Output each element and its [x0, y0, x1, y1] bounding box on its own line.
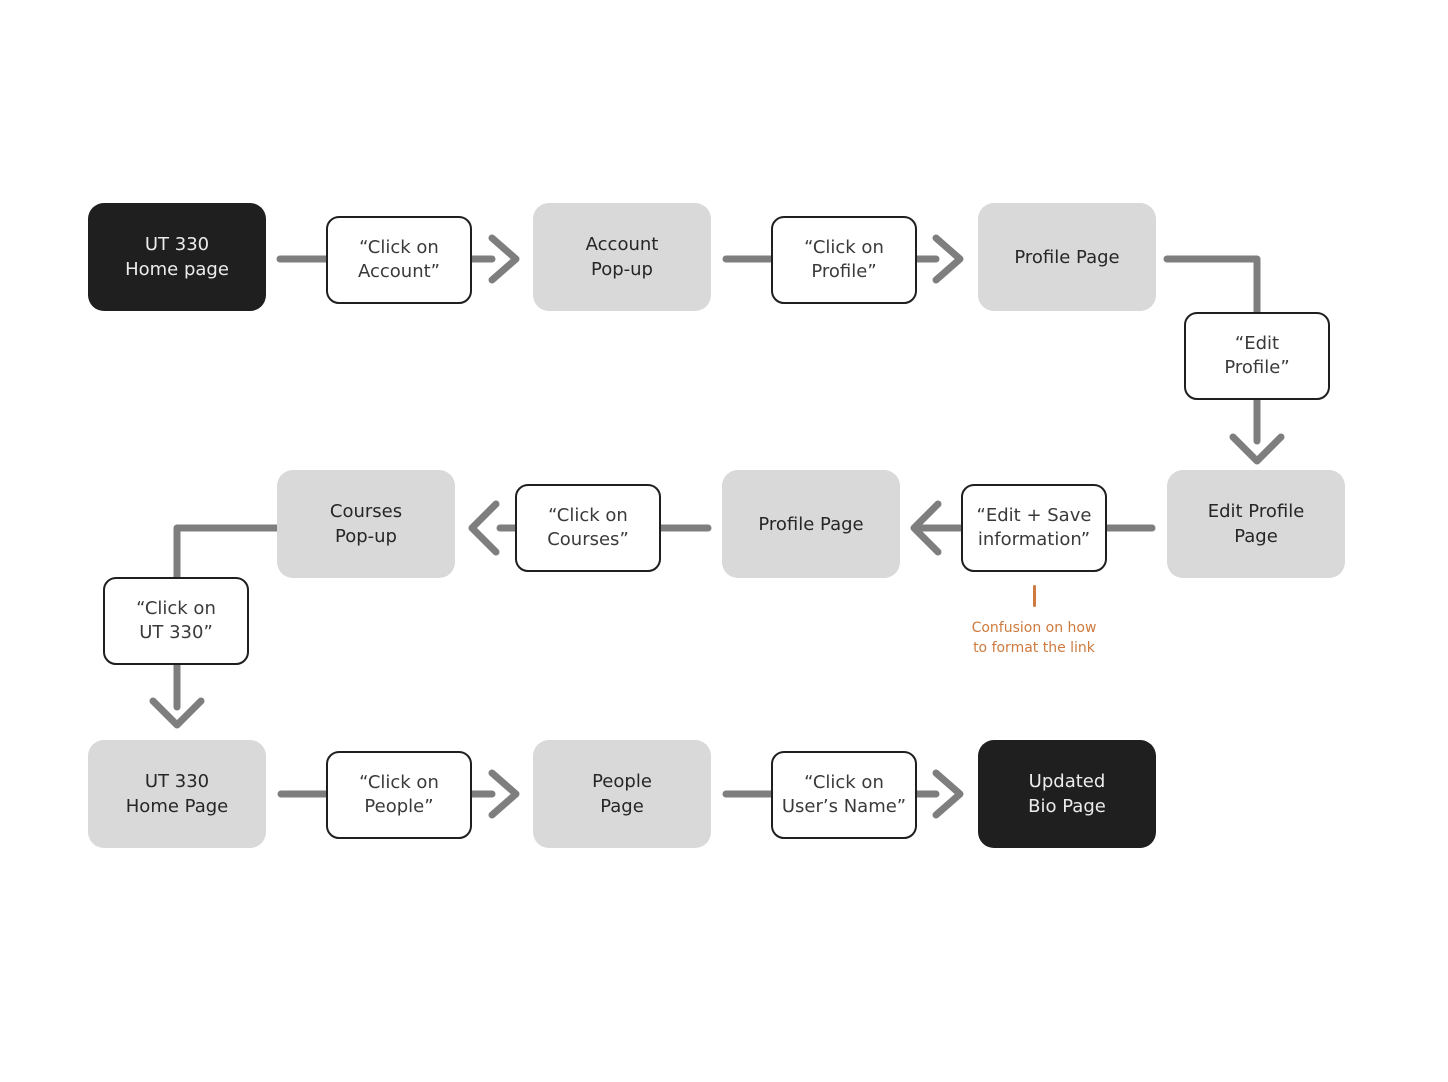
node-label: Profile Page	[758, 513, 864, 535]
node-updated-bio-page: Updated Bio Page	[978, 740, 1156, 848]
action-label: “Click on User’s Name”	[781, 772, 907, 817]
node-edit-profile-page: Edit Profile Page	[1167, 470, 1345, 578]
node-account-popup: Account Pop-up	[533, 203, 711, 311]
node-profile-page-2: Profile Page	[722, 470, 900, 578]
annotation-note: Confusion on how to format the link	[971, 620, 1097, 656]
action-label: “Click on Profile”	[804, 237, 884, 282]
annotation-tick	[1033, 585, 1036, 607]
node-profile-page-1: Profile Page	[978, 203, 1156, 311]
node-label: UT 330 Home page	[125, 234, 229, 280]
action-click-on-users-name: “Click on User’s Name”	[771, 751, 917, 839]
action-click-on-courses: “Click on Courses”	[515, 484, 661, 572]
action-label: “Click on UT 330”	[136, 598, 216, 643]
node-ut330-home-page-2: UT 330 Home Page	[88, 740, 266, 848]
node-label: Courses Pop-up	[329, 501, 403, 547]
action-edit-profile: “Edit Profile”	[1184, 312, 1330, 400]
node-courses-popup: Courses Pop-up	[277, 470, 455, 578]
action-click-on-account: “Click on Account”	[326, 216, 472, 304]
node-label: Account Pop-up	[585, 234, 659, 280]
node-label: Profile Page	[1014, 246, 1120, 268]
action-label: “Click on Account”	[357, 237, 440, 282]
node-label: UT 330 Home Page	[125, 771, 229, 817]
loading-spinner-icon	[832, 178, 856, 202]
action-edit-save-information: “Edit + Save information”	[961, 484, 1107, 572]
action-click-on-people: “Click on People”	[326, 751, 472, 839]
action-label: “Edit + Save information”	[976, 505, 1092, 550]
action-click-on-profile: “Click on Profile”	[771, 216, 917, 304]
action-label: “Click on Courses”	[547, 505, 629, 550]
node-label: Updated Bio Page	[1028, 771, 1106, 817]
node-ut330-home-page-1: UT 330 Home page	[88, 203, 266, 311]
loading-spinner-icon	[1022, 447, 1046, 471]
node-people-page: People Page	[533, 740, 711, 848]
loading-spinner-icon	[387, 178, 411, 202]
node-label: Edit Profile Page	[1207, 501, 1305, 547]
node-label: People Page	[592, 771, 652, 817]
action-label: “Click on People”	[359, 772, 439, 817]
action-label: “Edit Profile”	[1224, 333, 1290, 378]
action-click-on-ut330: “Click on UT 330”	[103, 577, 249, 665]
